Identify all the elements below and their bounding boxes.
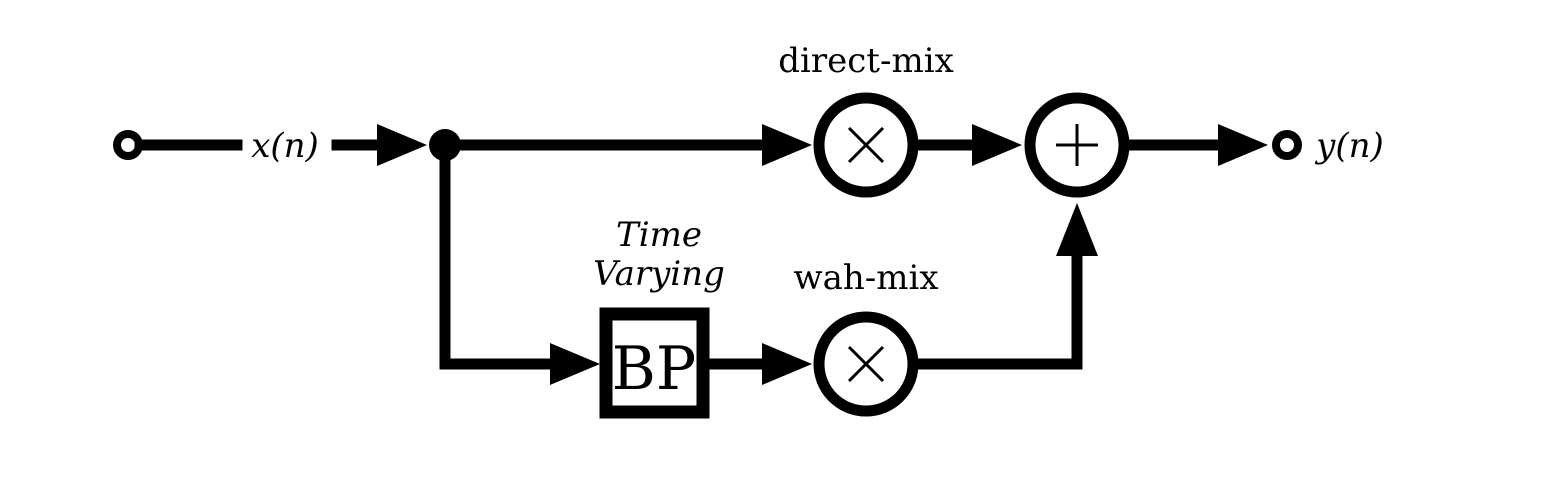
wah-path-to-bp-arrow [550, 343, 600, 385]
direct-mix-label: direct-mix [778, 41, 954, 81]
wah-mix-multiplier [813, 311, 919, 417]
wah-mix-label: wah-mix [793, 258, 938, 298]
direct-to-adder-arrow [972, 124, 1022, 166]
bandpass-label: BP [612, 334, 696, 404]
output-arrow [1218, 124, 1268, 166]
bandpass-filter-block: BP [599, 307, 710, 419]
time-varying-label-line1: Time [616, 215, 702, 255]
plus-icon [1056, 124, 1098, 166]
output-label: y(n) [1314, 126, 1384, 166]
multiply-icon [847, 345, 885, 383]
time-varying-label-line2: Varying [593, 254, 725, 294]
direct-mix-multiplier [813, 92, 919, 198]
input-arrow [377, 124, 427, 166]
multiply-icon [847, 126, 885, 164]
bp-to-wah-mix-arrow [762, 343, 812, 385]
wah-to-adder-arrow [1056, 203, 1098, 256]
input-label: x(n) [251, 126, 319, 166]
summing-junction [1024, 92, 1130, 198]
direct-path-arrow [762, 124, 812, 166]
output-terminal [1272, 130, 1302, 160]
